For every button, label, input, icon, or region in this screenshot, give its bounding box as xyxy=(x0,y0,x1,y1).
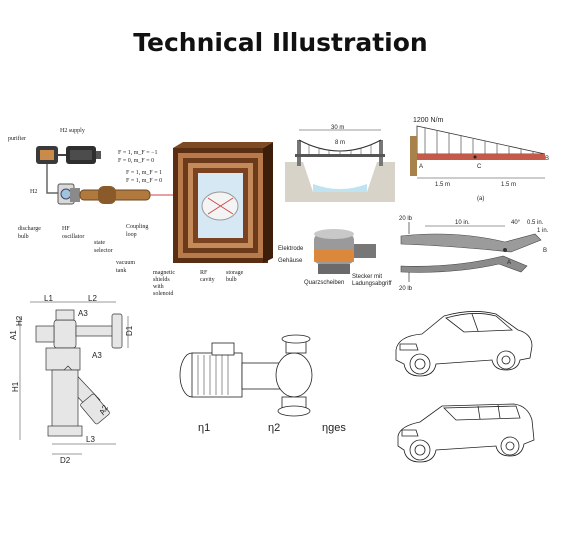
sensor-quarz-label: Quarzscheiben xyxy=(304,280,344,286)
f1-top-label: F = 1, m_F = −1 xyxy=(118,150,158,156)
hf-oscillator-label: HF xyxy=(62,226,70,232)
pliers-point-a: A xyxy=(507,260,511,266)
h2-supply-label: H2 supply xyxy=(60,128,85,134)
quartz-discs-icon xyxy=(314,250,354,262)
pliers-angle: 40° xyxy=(511,220,521,226)
beam-dim-1: 1.5 m xyxy=(435,182,450,188)
sensor-stecker-label: Stecker mit xyxy=(352,274,382,280)
pliers-len1: 10 in. xyxy=(455,220,470,226)
pump-motor-drawing: η1 η2 ηges xyxy=(179,334,346,434)
piezo-sensor-diagram: Elektrode Gehäuse Quarzscheiben Stecker … xyxy=(278,229,392,287)
valve-H2: H2 xyxy=(15,315,24,326)
pliers-len2: 0.5 in. xyxy=(527,220,544,226)
wall-icon xyxy=(410,136,417,176)
pump-eta-ges: ηges xyxy=(322,422,346,434)
h2-supply-icon xyxy=(66,146,101,164)
beam-caption: (a) xyxy=(477,196,484,202)
f0-top-label: F = 0, m_F = 0 xyxy=(118,158,154,164)
magnetic-shields-label-line3: with xyxy=(153,284,164,290)
beam-point-a: A xyxy=(419,164,423,170)
bridge-inner-label: 8 m xyxy=(335,140,345,146)
state-selector-icon xyxy=(79,186,173,204)
sensor-elektrode-label: Elektrode xyxy=(278,246,304,252)
rf-cavity-label: RF xyxy=(200,270,208,276)
purifier-label: purifier xyxy=(8,135,26,142)
bridge-span-label: 30 m xyxy=(331,125,344,131)
magnetic-shields-label-line4: solenoid xyxy=(153,291,173,297)
wagon-car-drawing xyxy=(397,403,535,463)
coupling-loop-label: Coupling xyxy=(126,224,148,230)
pump-eta1: η1 xyxy=(198,422,210,434)
beam-dim-2: 1.5 m xyxy=(501,182,516,188)
pliers-force-bottom: 20 lb xyxy=(399,286,413,292)
suspension-bridge-diagram: 30 m 8 m xyxy=(285,125,395,202)
valve-L1: L1 xyxy=(44,294,53,303)
sensor-gehaeuse-label: Gehäuse xyxy=(278,258,303,264)
pliers-force-top: 20 lb xyxy=(399,216,413,222)
sensor-stecker-label-line2: Ladungsabgriff xyxy=(352,281,392,287)
valve-D2: D2 xyxy=(60,456,71,465)
discharge-bulb-label-line2: bulb xyxy=(18,234,29,240)
magnetic-shields-label: magnetic xyxy=(153,270,175,276)
h2-label: H2 xyxy=(30,189,37,195)
pump-eta2: η2 xyxy=(268,422,280,434)
discharge-bulb-label: discharge xyxy=(18,226,41,232)
f1-mid-label: F = 1, m_F = 1 xyxy=(126,170,162,176)
beam-point-c: C xyxy=(477,164,482,170)
hf-oscillator-icon xyxy=(70,188,80,202)
beam-point-b: B xyxy=(545,156,549,162)
state-selector-label: state xyxy=(94,240,105,246)
f1-mid2-label: F = 1, m_F = 0 xyxy=(126,178,162,184)
beam-load-label: 1200 N/m xyxy=(413,117,444,124)
valve-H1: H1 xyxy=(11,381,20,392)
pliers-upper-handle-icon xyxy=(400,233,542,253)
page-title: Technical Illustration xyxy=(133,28,428,57)
valve-A1: A1 xyxy=(9,330,18,340)
storage-bulb-label: storage xyxy=(226,270,244,276)
pliers-lower-handle-icon xyxy=(400,255,528,273)
valve-D1: D1 xyxy=(125,325,134,336)
valve-A2: A2 xyxy=(97,403,110,416)
rf-cavity-label-line2: cavity xyxy=(200,277,215,283)
hf-oscillator-label-line2: oscillator xyxy=(62,234,84,240)
state-selector-label-line2: selector xyxy=(94,248,113,254)
beam-icon xyxy=(417,154,545,160)
valve-L2: L2 xyxy=(88,294,97,303)
magnetic-shields-icon xyxy=(173,142,273,263)
valve-L3: L3 xyxy=(86,435,95,444)
hydrogen-maser-diagram: purifier H2 supply H2 discharge bulb HF … xyxy=(8,128,273,297)
purifier-icon xyxy=(36,146,58,164)
vacuum-tank-label-line2: tank xyxy=(116,268,126,274)
sedan-car-drawing xyxy=(395,311,533,377)
water-icon xyxy=(313,184,367,192)
pliers-point-b: B xyxy=(543,248,547,254)
valve-A3-mid: A3 xyxy=(92,351,102,360)
beam-load-diagram: 1200 N/m A B C 1.5 m 1.5 m (a) xyxy=(410,117,549,202)
magnetic-shields-label-line2: shields xyxy=(153,277,170,283)
pliers-len3: 1 in. xyxy=(537,228,549,234)
vacuum-tank-label: vacuum xyxy=(116,260,135,266)
storage-bulb-label-line2: bulb xyxy=(226,277,237,283)
valve-drawing: L1 L2 A3 A3 A1 H2 H1 D1 A2 L3 D2 xyxy=(9,294,134,465)
pliers-diagram: 20 lb 20 lb 10 in. 40° 0.5 in. 1 in. A B xyxy=(399,216,549,292)
valve-A3-top: A3 xyxy=(78,309,88,318)
coupling-loop-label-line2: loop xyxy=(126,232,137,238)
